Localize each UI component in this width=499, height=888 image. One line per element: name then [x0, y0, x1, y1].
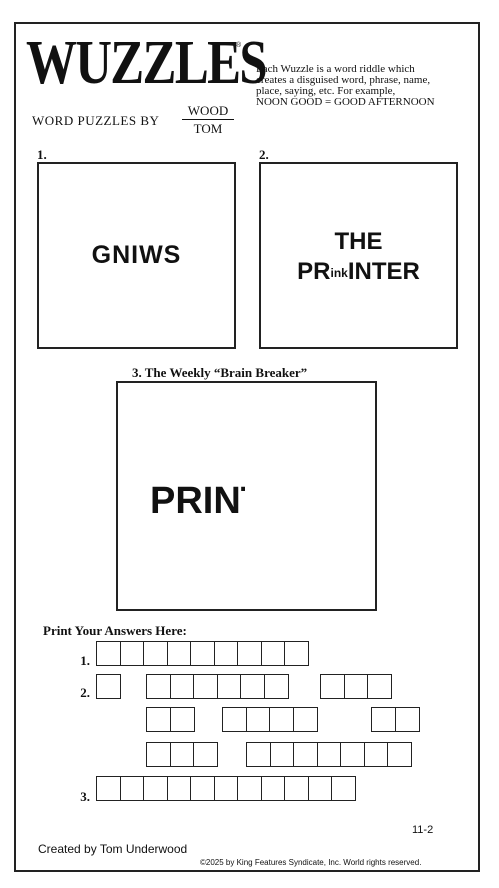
byline-fraction: WOOD TOM — [182, 104, 234, 135]
answer-letter-cell[interactable] — [169, 707, 195, 732]
answer-letter-cell[interactable] — [119, 641, 145, 666]
puzzle-3-clipped-word: PRINT — [150, 479, 245, 523]
answer-letter-cell[interactable] — [260, 776, 286, 801]
intro-line: place, saying, etc. For example, — [256, 85, 396, 97]
answer-letter-cell[interactable] — [146, 742, 171, 767]
answer-letter-cell[interactable] — [292, 707, 318, 732]
answer-letter-cell[interactable] — [146, 707, 171, 732]
answer-letter-cell[interactable] — [213, 641, 239, 666]
answer-letter-cell[interactable] — [193, 674, 218, 699]
answer-letter-cell[interactable] — [96, 776, 121, 801]
answer-word-group — [246, 742, 412, 767]
answer-word-group — [371, 707, 420, 732]
answer-letter-cell[interactable] — [320, 674, 345, 699]
puzzle-2-line-2-right: INTER — [347, 258, 420, 285]
answer-label: 1. — [80, 653, 90, 668]
puzzle-code: 11-2 — [412, 824, 434, 836]
answer-letter-cell[interactable] — [190, 776, 215, 801]
byline-bottom: TOM — [193, 121, 223, 136]
wuzzles-logo: WUZZLES — [26, 29, 268, 97]
puzzle-3-text: PRINT — [150, 480, 245, 522]
intro-line: NOON GOOD = GOOD AFTERNOON — [256, 96, 435, 108]
puzzle-2-number: 2. — [259, 147, 269, 162]
answer-letter-cell[interactable] — [169, 742, 195, 767]
answer-letter-cell[interactable] — [331, 776, 356, 801]
answer-letter-cell[interactable] — [143, 641, 168, 666]
puzzle-2-line-2-left: PR — [297, 258, 331, 285]
answer-letter-cell[interactable] — [190, 641, 215, 666]
puzzle-2-line-2: PRinkINTER — [261, 258, 456, 286]
copyright-line: ©2025 by King Features Syndicate, Inc. W… — [200, 858, 422, 867]
puzzle-2-line-2-small: ink — [330, 266, 348, 280]
answer-letter-cell[interactable] — [363, 742, 389, 767]
answer-letter-cell[interactable] — [166, 641, 192, 666]
answer-letter-cell[interactable] — [387, 742, 412, 767]
answer-word-group — [320, 674, 392, 699]
answer-letter-cell[interactable] — [260, 641, 286, 666]
answer-letter-cell[interactable] — [367, 674, 392, 699]
answer-letter-cell[interactable] — [96, 641, 121, 666]
answer-label: 2. — [80, 685, 90, 700]
answer-letter-cell[interactable] — [269, 707, 294, 732]
registered-mark: ® — [236, 42, 242, 49]
answer-word-group — [222, 707, 318, 732]
answer-letter-cell[interactable] — [166, 776, 192, 801]
answer-letter-cell[interactable] — [237, 776, 262, 801]
answer-letter-cell[interactable] — [340, 742, 365, 767]
puzzle-2-line-1: THE — [334, 228, 383, 255]
answer-letter-cell[interactable] — [146, 674, 171, 699]
answer-word-group — [146, 674, 289, 699]
answer-letter-cell[interactable] — [213, 776, 239, 801]
answer-letter-cell[interactable] — [96, 674, 121, 699]
answer-letter-cell[interactable] — [284, 776, 309, 801]
brain-breaker-title: 3. The Weekly “Brain Breaker” — [132, 365, 308, 380]
intro-text: Each Wuzzle is a word riddle which creat… — [256, 64, 476, 108]
puzzle-1-text: GNIWS — [91, 241, 182, 269]
answer-letter-cell[interactable] — [119, 776, 145, 801]
answer-letter-cell[interactable] — [316, 742, 342, 767]
answer-letter-cell[interactable] — [240, 674, 265, 699]
puzzle-1-number: 1. — [37, 147, 47, 162]
byline-top: WOOD — [187, 103, 229, 118]
intro-line: Each Wuzzle is a word riddle which — [256, 63, 415, 75]
answer-word-group — [146, 707, 195, 732]
intro-line: creates a disguised word, phrase, name, — [256, 74, 431, 86]
answer-letter-cell[interactable] — [237, 641, 262, 666]
puzzle-3-box: PRINT — [116, 381, 377, 611]
answer-label: 3. — [80, 789, 90, 804]
answer-letter-cell[interactable] — [193, 742, 218, 767]
answer-word-group — [96, 674, 121, 699]
fraction-line — [182, 119, 234, 120]
answer-word-group — [146, 742, 218, 767]
answer-letter-cell[interactable] — [246, 742, 271, 767]
answers-title: Print Your Answers Here: — [43, 623, 187, 638]
answer-letter-cell[interactable] — [169, 674, 195, 699]
answer-letter-cell[interactable] — [284, 641, 309, 666]
answer-word-group — [96, 776, 356, 801]
answer-letter-cell[interactable] — [216, 674, 242, 699]
answer-word-group — [96, 641, 309, 666]
answer-letter-cell[interactable] — [263, 674, 289, 699]
puzzle-2-box: THE PRinkINTER — [259, 162, 458, 349]
puzzle-1-box: GNIWS — [37, 162, 236, 349]
answer-letter-cell[interactable] — [245, 707, 271, 732]
answer-letter-cell[interactable] — [307, 776, 333, 801]
answer-letter-cell[interactable] — [394, 707, 420, 732]
byline: WORD PUZZLES BY — [32, 113, 160, 128]
answer-letter-cell[interactable] — [343, 674, 369, 699]
answer-letter-cell[interactable] — [222, 707, 247, 732]
answer-letter-cell[interactable] — [293, 742, 318, 767]
credit-line: Created by Tom Underwood — [38, 842, 188, 856]
answer-letter-cell[interactable] — [143, 776, 168, 801]
answer-letter-cell[interactable] — [269, 742, 295, 767]
answer-letter-cell[interactable] — [371, 707, 396, 732]
